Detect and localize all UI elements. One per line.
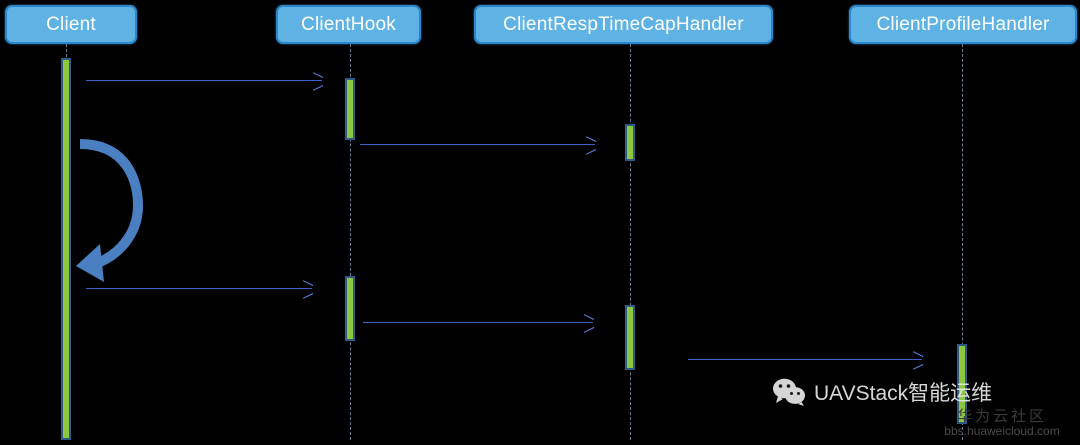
message-arrow-4 bbox=[363, 322, 593, 323]
participant-client[interactable]: Client bbox=[5, 5, 137, 44]
participant-client-hook-label: ClientHook bbox=[301, 13, 396, 35]
lifeline-client-resp-time-cap-handler bbox=[630, 44, 631, 440]
message-arrow-1 bbox=[86, 80, 322, 81]
arrowhead-icon bbox=[585, 140, 596, 151]
watermark-wechat: UAVStack智能运维 bbox=[772, 377, 992, 407]
self-call-loop-arrow bbox=[76, 139, 144, 282]
lifeline-client-hook bbox=[350, 44, 351, 440]
participant-client-profile-handler[interactable]: ClientProfileHandler bbox=[849, 5, 1077, 44]
watermark-corner-cn: 华为云社区 bbox=[956, 408, 1047, 425]
activation-bar-client-profile bbox=[957, 344, 967, 424]
participant-client-profile-handler-label: ClientProfileHandler bbox=[876, 13, 1050, 35]
activation-bar-client-hook-1 bbox=[345, 78, 355, 140]
arrowhead-icon bbox=[312, 76, 323, 87]
participant-client-label: Client bbox=[46, 13, 96, 35]
watermark-wechat-text: UAVStack智能运维 bbox=[814, 382, 993, 405]
message-arrow-5 bbox=[688, 359, 922, 360]
activation-bar-resp-time-1 bbox=[625, 124, 635, 161]
message-arrow-2 bbox=[360, 144, 595, 145]
arrowhead-icon bbox=[302, 284, 313, 295]
participant-client-hook[interactable]: ClientHook bbox=[276, 5, 421, 44]
message-arrow-3 bbox=[86, 288, 312, 289]
participant-client-resp-time-cap-handler[interactable]: ClientRespTimeCapHandler bbox=[474, 5, 773, 44]
arrowhead-icon bbox=[583, 318, 594, 329]
watermark-corner-url: bbs.huaweicloud.com bbox=[944, 424, 1060, 439]
watermark-corner: 华为云社区 bbs.huaweicloud.com bbox=[932, 408, 1072, 439]
activation-bar-client-hook-2 bbox=[345, 276, 355, 341]
wechat-icon bbox=[773, 378, 805, 406]
lifeline-client-profile-handler bbox=[962, 44, 963, 440]
activation-bar-client bbox=[61, 58, 71, 440]
arrowhead-icon bbox=[912, 355, 923, 366]
participant-client-resp-time-cap-handler-label: ClientRespTimeCapHandler bbox=[503, 13, 744, 35]
activation-bar-resp-time-2 bbox=[625, 305, 635, 370]
